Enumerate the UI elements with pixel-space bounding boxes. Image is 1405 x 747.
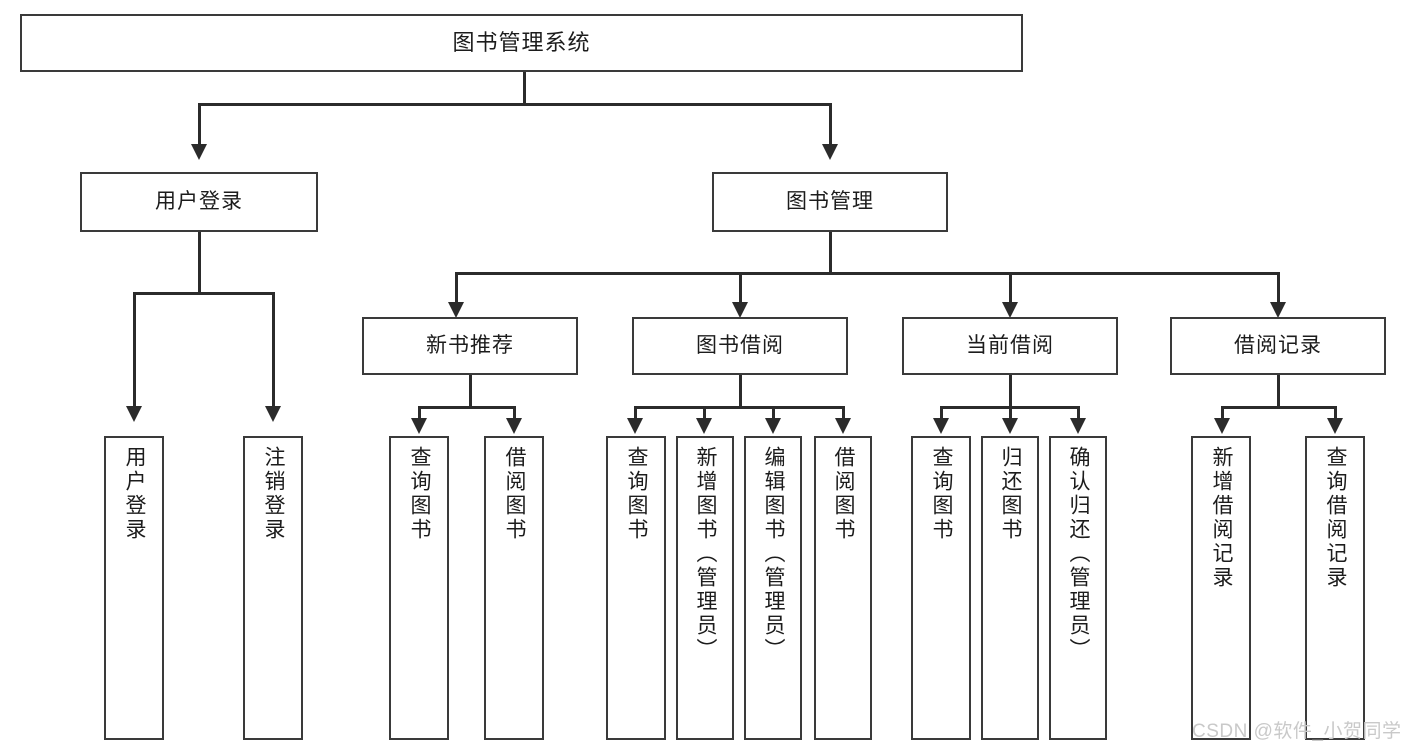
connector-book-borrow-drop-1 — [634, 406, 637, 420]
arrow-leaf-user-login — [126, 406, 142, 422]
connector-new-book-stem — [469, 375, 472, 408]
arrow-to-current-borrow — [1002, 302, 1018, 318]
connector-to-new-book — [455, 272, 458, 304]
arrow-leaf-edit-book — [765, 418, 781, 434]
connector-new-book-bus — [418, 406, 516, 409]
node-label: 借阅图书 — [503, 446, 527, 542]
arrow-to-new-book-recommend — [448, 302, 464, 318]
connector-level2-bus — [198, 103, 832, 106]
node-borrow-record[interactable]: 借阅记录 — [1170, 317, 1386, 375]
connector-book-borrow-drop-4 — [842, 406, 845, 420]
connector-borrow-record-drop-1 — [1221, 406, 1224, 420]
connector-user-login-drop-2 — [272, 292, 275, 408]
connector-book-borrow-stem — [739, 375, 742, 408]
arrow-leaf-query-book-2 — [627, 418, 643, 434]
connector-book-borrow-drop-2 — [703, 406, 706, 420]
arrow-to-book-borrow — [732, 302, 748, 318]
connector-user-login-drop-1 — [133, 292, 136, 408]
connector-to-current-borrow — [1009, 272, 1012, 304]
connector-borrow-record-bus — [1221, 406, 1335, 409]
node-label: 编辑图书（管理员） — [762, 446, 786, 662]
node-user-login[interactable]: 用户登录 — [80, 172, 318, 232]
leaf-add-record[interactable]: 新增借阅记录 — [1191, 436, 1251, 740]
csdn-watermark: CSDN @软件_小贺同学 — [1192, 721, 1402, 742]
node-book-borrow[interactable]: 图书借阅 — [632, 317, 848, 375]
leaf-query-book-2[interactable]: 查询图书 — [606, 436, 666, 740]
connector-to-book-manage — [829, 103, 832, 146]
connector-user-login-bus — [133, 292, 275, 295]
node-label: 查询图书 — [625, 446, 649, 542]
leaf-return-book[interactable]: 归还图书 — [981, 436, 1039, 740]
connector-to-borrow-record — [1277, 272, 1280, 304]
node-label: 用户登录 — [123, 446, 147, 542]
node-label: 新书推荐 — [426, 334, 514, 358]
leaf-query-book-1[interactable]: 查询图书 — [389, 436, 449, 740]
node-new-book-recommend[interactable]: 新书推荐 — [362, 317, 578, 375]
node-label: 借阅图书 — [832, 446, 856, 542]
leaf-borrow-book-2[interactable]: 借阅图书 — [814, 436, 872, 740]
connector-new-book-drop-2 — [513, 406, 516, 420]
node-label: 查询图书 — [408, 446, 432, 542]
node-label: 确认归还（管理员） — [1067, 446, 1091, 662]
connector-user-login-stem — [198, 232, 201, 294]
arrow-leaf-return-book — [1002, 418, 1018, 434]
arrow-leaf-query-record — [1327, 418, 1343, 434]
connector-level3-bus — [455, 272, 1279, 275]
node-label: 图书管理系统 — [452, 29, 591, 55]
connector-current-borrow-drop-2 — [1009, 406, 1012, 420]
node-label: 查询图书 — [930, 446, 954, 542]
arrow-to-borrow-record — [1270, 302, 1286, 318]
node-label: 归还图书 — [999, 446, 1023, 542]
node-root-book-management-system[interactable]: 图书管理系统 — [20, 14, 1023, 72]
leaf-logout-login[interactable]: 注销登录 — [243, 436, 303, 740]
connector-current-borrow-stem — [1009, 375, 1012, 408]
node-label: 新增图书（管理员） — [694, 446, 718, 662]
leaf-edit-book[interactable]: 编辑图书（管理员） — [744, 436, 802, 740]
arrow-to-book-manage — [822, 144, 838, 160]
connector-borrow-record-stem — [1277, 375, 1280, 408]
node-book-manage[interactable]: 图书管理 — [712, 172, 948, 232]
leaf-add-book[interactable]: 新增图书（管理员） — [676, 436, 734, 740]
arrow-leaf-logout-login — [265, 406, 281, 422]
connector-to-book-borrow — [739, 272, 742, 304]
arrow-leaf-query-book-1 — [411, 418, 427, 434]
arrow-leaf-query-book-3 — [933, 418, 949, 434]
node-label: 图书借阅 — [696, 334, 784, 358]
node-label: 用户登录 — [155, 190, 243, 214]
node-label: 图书管理 — [786, 190, 874, 214]
node-label: 当前借阅 — [966, 334, 1054, 358]
arrow-leaf-borrow-book-1 — [506, 418, 522, 434]
arrow-leaf-borrow-book-2 — [835, 418, 851, 434]
leaf-query-record[interactable]: 查询借阅记录 — [1305, 436, 1365, 740]
leaf-query-book-3[interactable]: 查询图书 — [911, 436, 971, 740]
connector-current-borrow-drop-3 — [1077, 406, 1080, 420]
arrow-leaf-confirm-return — [1070, 418, 1086, 434]
leaf-confirm-return[interactable]: 确认归还（管理员） — [1049, 436, 1107, 740]
connector-book-borrow-drop-3 — [772, 406, 775, 420]
node-label: 查询借阅记录 — [1324, 446, 1348, 590]
node-label: 注销登录 — [262, 446, 286, 542]
connector-to-user-login — [198, 103, 201, 146]
connector-root-stem — [523, 72, 526, 105]
connector-book-manage-stem — [829, 232, 832, 274]
leaf-borrow-book-1[interactable]: 借阅图书 — [484, 436, 544, 740]
leaf-user-login[interactable]: 用户登录 — [104, 436, 164, 740]
connector-book-borrow-bus — [634, 406, 845, 409]
arrow-leaf-add-book — [696, 418, 712, 434]
node-current-borrow[interactable]: 当前借阅 — [902, 317, 1118, 375]
arrow-leaf-add-record — [1214, 418, 1230, 434]
arrow-to-user-login — [191, 144, 207, 160]
node-label: 新增借阅记录 — [1210, 446, 1234, 590]
connector-new-book-drop-1 — [418, 406, 421, 420]
connector-current-borrow-drop-1 — [940, 406, 943, 420]
connector-borrow-record-drop-2 — [1334, 406, 1337, 420]
node-label: 借阅记录 — [1234, 334, 1322, 358]
